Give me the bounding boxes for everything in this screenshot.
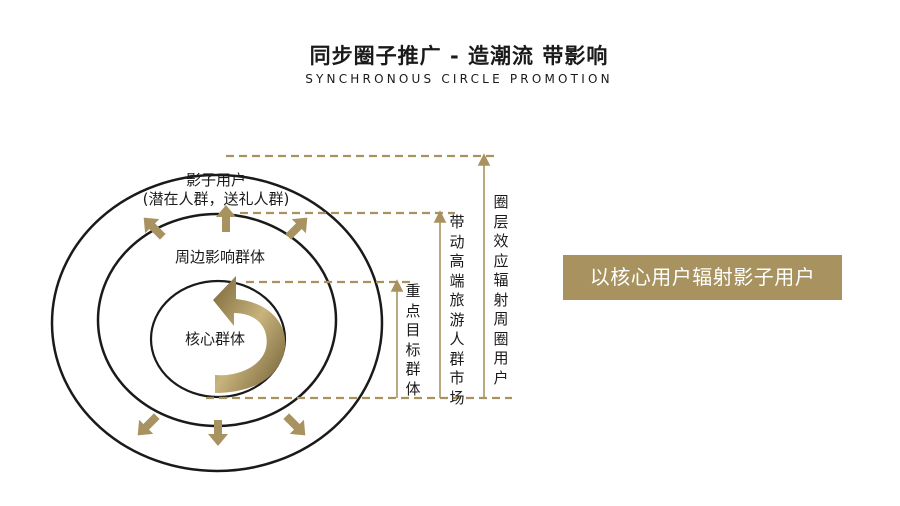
inner-ring-label: 核心群体 (184, 330, 245, 348)
middle-ring-label: 周边影响群体 (174, 248, 265, 266)
outer-ring (50, 173, 384, 473)
outer-ring-label: 影子用户 (潜在人群，送礼人群) (116, 171, 316, 209)
shadow-users-desc: (潜在人群，送礼人群) (142, 190, 290, 208)
radiating-arrows (137, 205, 308, 446)
arrow-up-left (143, 217, 166, 240)
middle-ring (96, 212, 338, 428)
arrow-down (208, 420, 228, 446)
curved-gold-arrow (213, 276, 286, 393)
key-target-group-label: 重点目标群体 (405, 282, 421, 398)
shadow-users-label: 影子用户 (185, 171, 246, 189)
dashed-connectors (206, 154, 512, 400)
arrow-down-left (137, 413, 160, 436)
page-subtitle: SYNCHRONOUS CIRCLE PROMOTION (305, 72, 613, 86)
arrow-up (216, 205, 236, 232)
high-end-market-label: 带动高端旅游人群市场 (449, 213, 465, 407)
arrow-up-right (285, 217, 308, 240)
callout-banner: 以核心用户辐射影子用户 (563, 255, 842, 300)
page-title: 同步圈子推广 - 造潮流 带影响 (309, 44, 609, 68)
circle-effect-label: 圈层效应辐射周圈用户 (493, 193, 509, 387)
vertical-arrows (390, 153, 491, 398)
arrow-down-right (283, 413, 306, 436)
